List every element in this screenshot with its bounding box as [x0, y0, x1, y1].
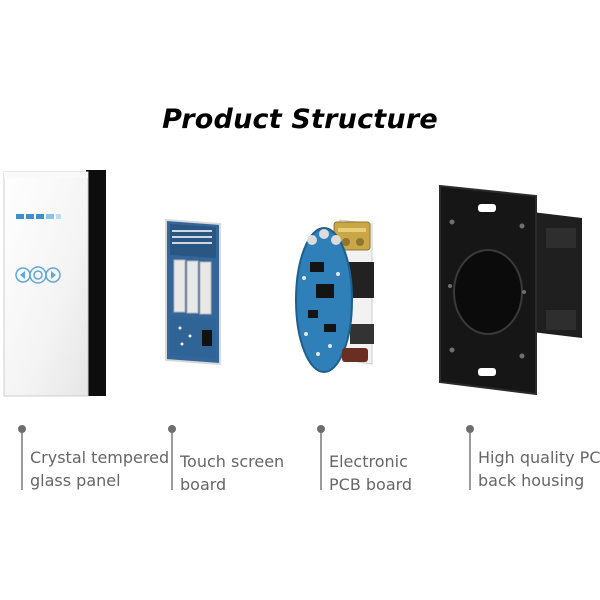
back-housing-image — [436, 182, 586, 398]
caption-line-1: Touch screen — [180, 452, 285, 471]
caption-line-1: Electronic — [329, 452, 408, 471]
caption-text: Touch screen board — [180, 450, 284, 496]
touch-board-image — [160, 218, 226, 368]
caption-dot — [466, 425, 474, 433]
dimmer-level-icon — [16, 214, 61, 219]
touch-keys-icon — [15, 266, 61, 284]
caption-line-2: board — [180, 475, 227, 494]
page-title: Product Structure — [162, 104, 438, 135]
pcb-board-image — [290, 214, 390, 374]
caption-text: Crystal tempered glass panel — [30, 446, 169, 492]
caption-line-2: back housing — [478, 471, 585, 490]
caption-line-1: Crystal tempered — [30, 448, 170, 467]
glass-panel-image — [2, 168, 110, 398]
caption-text: Electronic PCB board — [329, 450, 412, 496]
caption-dot — [317, 425, 325, 433]
caption-line-2: PCB board — [329, 475, 413, 494]
caption-line — [171, 428, 173, 490]
caption-line — [469, 428, 471, 490]
caption-line-1: High quality PC — [478, 448, 600, 467]
caption-dot — [18, 425, 26, 433]
caption-line — [320, 428, 322, 490]
caption-line — [21, 428, 23, 490]
caption-dot — [168, 425, 176, 433]
caption-line-2: glass panel — [30, 471, 121, 490]
caption-text: High quality PC back housing — [478, 446, 600, 492]
